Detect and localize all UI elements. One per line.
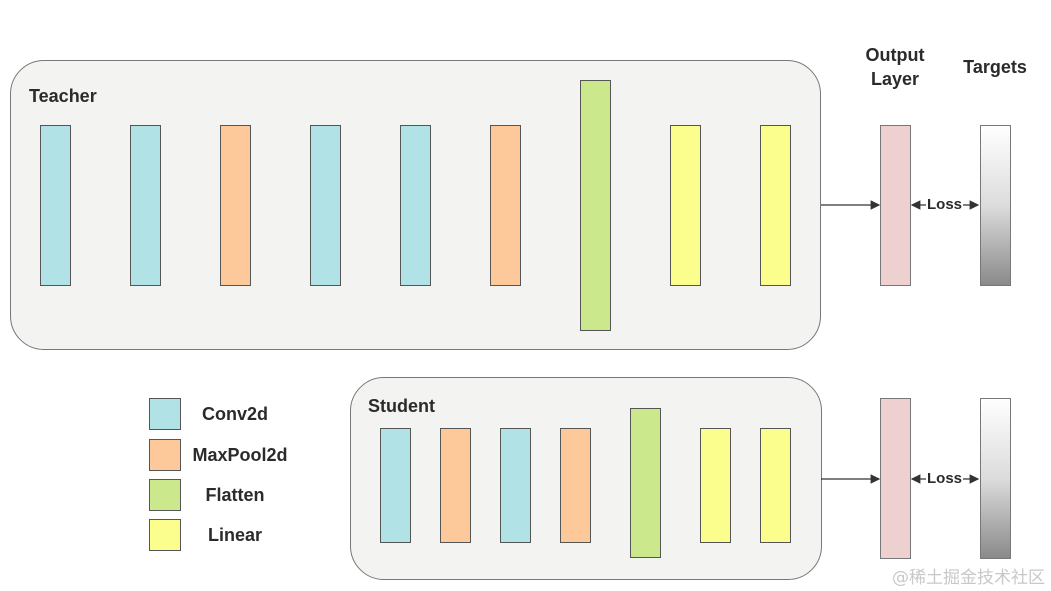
teacher-layer-conv2d xyxy=(310,125,341,286)
teacher-layer-maxpool2d xyxy=(220,125,251,286)
student-layer-flatten xyxy=(630,408,661,558)
student-loss-label: Loss xyxy=(926,470,964,487)
teacher-layer-conv2d xyxy=(400,125,431,286)
teacher-layer-linear xyxy=(670,125,701,286)
teacher-layer-conv2d xyxy=(40,125,71,286)
student-layer-maxpool2d xyxy=(440,428,471,543)
student-layer-linear xyxy=(700,428,731,543)
teacher-targets-bar xyxy=(980,125,1011,286)
teacher-layer-conv2d xyxy=(130,125,161,286)
teacher-layer-linear xyxy=(760,125,791,286)
student-layer-maxpool2d xyxy=(560,428,591,543)
legend-label-linear: Linear xyxy=(207,525,263,545)
student-layer-conv2d xyxy=(380,428,411,543)
teacher-output-layer xyxy=(880,125,911,286)
legend-label-flatten: Flatten xyxy=(205,485,265,505)
watermark: @稀土掘金技术社区 xyxy=(892,568,1045,588)
teacher-loss-label: Loss xyxy=(926,196,964,213)
student-output-layer xyxy=(880,398,911,559)
student-layer-linear xyxy=(760,428,791,543)
legend-swatch-maxpool2d xyxy=(149,439,181,471)
teacher-layer-flatten xyxy=(580,80,611,331)
legend-label-conv2d: Conv2d xyxy=(201,404,268,424)
legend-swatch-flatten xyxy=(149,479,181,511)
legend-swatch-conv2d xyxy=(149,398,181,430)
student-targets-bar xyxy=(980,398,1011,559)
output-layer-header: Output Layer xyxy=(865,45,925,89)
student-layer-conv2d xyxy=(500,428,531,543)
student-title: Student xyxy=(368,396,435,416)
teacher-layer-maxpool2d xyxy=(490,125,521,286)
legend-swatch-linear xyxy=(149,519,181,551)
legend-label-maxpool2d: MaxPool2d xyxy=(192,445,288,465)
teacher-title: Teacher xyxy=(29,86,97,106)
targets-header: Targets xyxy=(963,57,1027,77)
